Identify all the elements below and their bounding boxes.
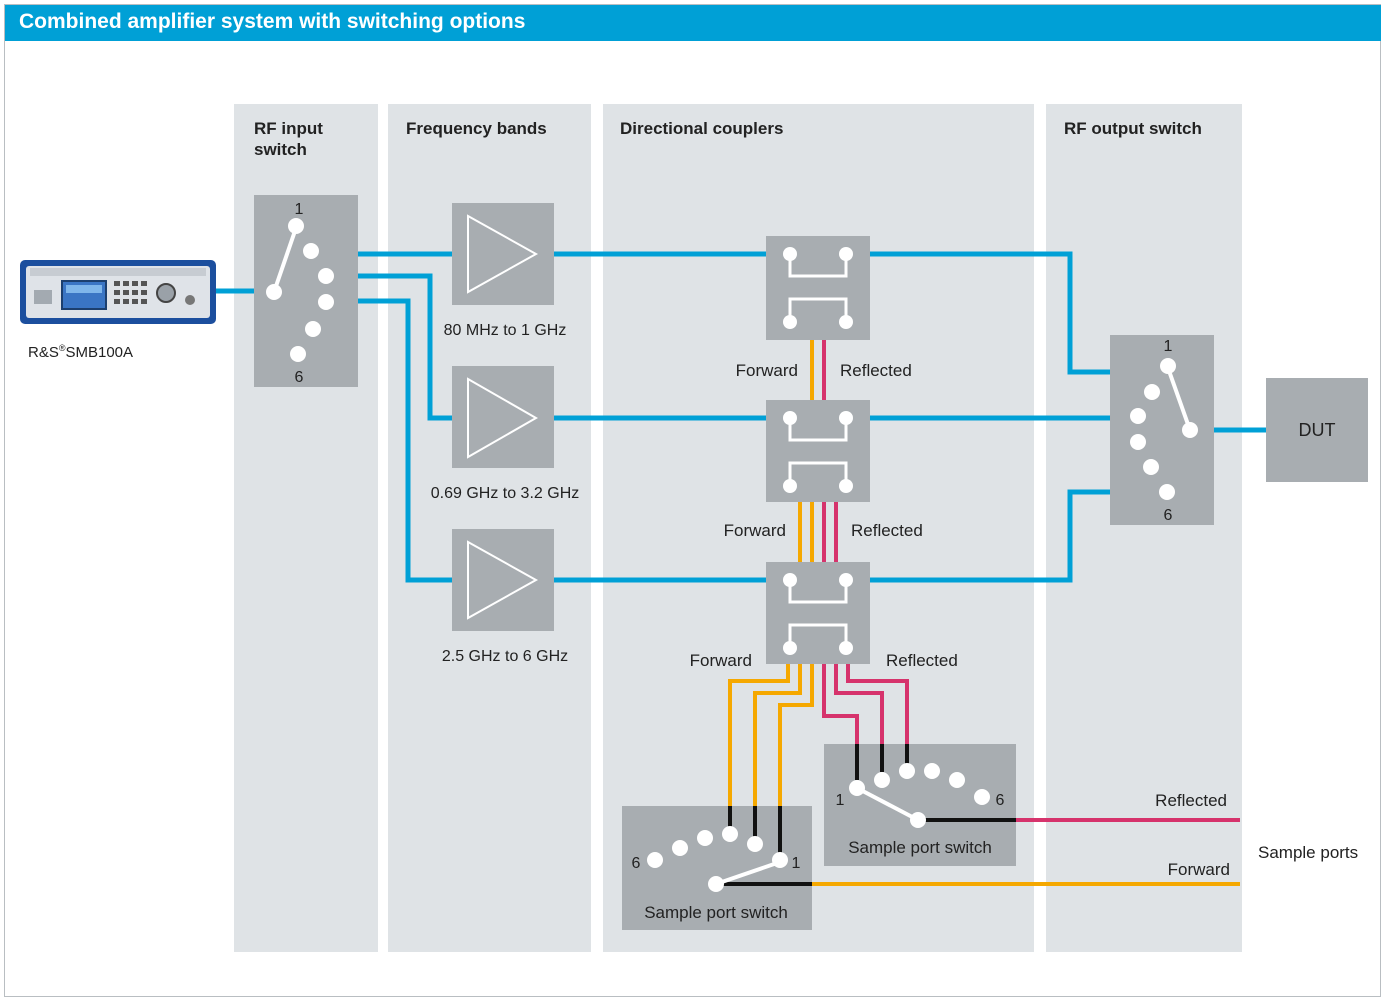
sample-reflected-label: Reflected (1155, 791, 1227, 810)
output-switch-bottom-label: 6 (1164, 507, 1173, 524)
heading-rf-input-line1: RF input (254, 119, 323, 138)
sample-port-switch-left (622, 806, 812, 930)
band2-label: 0.69 GHz to 3.2 GHz (431, 485, 580, 502)
signal-generator-image (20, 260, 216, 324)
title-bar: Combined amplifier system with switching… (5, 5, 1381, 41)
coupler2-reflected-label: Reflected (851, 521, 923, 540)
coupler3-forward-label: Forward (690, 651, 752, 670)
rf-input-switch (254, 195, 358, 387)
coupled-signal-lines (728, 340, 1240, 886)
heading-rf-output: RF output switch (1064, 119, 1202, 138)
sample-port-switch-right (824, 744, 1016, 866)
amplifier-band1 (452, 203, 554, 305)
input-switch-top-label: 1 (295, 201, 304, 218)
diagram-frame (4, 4, 1381, 997)
sample-switch-right-port1: 1 (836, 792, 845, 809)
coupler-2 (766, 400, 870, 502)
sample-switch-right-port6: 6 (996, 792, 1005, 809)
input-switch-bottom-label: 6 (295, 369, 304, 386)
sample-forward-label: Forward (1168, 860, 1230, 879)
dut-box (1266, 378, 1368, 482)
heading-frequency-bands: Frequency bands (406, 119, 547, 138)
coupler-3 (766, 562, 870, 664)
coupler2-forward-label: Forward (724, 521, 786, 540)
coupler1-reflected-label: Reflected (840, 361, 912, 380)
sample-switch-left-port6: 6 (632, 855, 641, 872)
rf-signal-lines (214, 251, 1266, 583)
sample-switch-left-port1: 1 (792, 855, 801, 872)
heading-rf-input-line2: switch (254, 140, 307, 159)
amplifier-band2 (452, 366, 554, 468)
amplifier-band3 (452, 529, 554, 631)
output-switch-top-label: 1 (1164, 338, 1173, 355)
column-rf-output (1046, 104, 1242, 952)
heading-directional-couplers: Directional couplers (620, 119, 783, 138)
diagram-title: Combined amplifier system with switching… (19, 10, 526, 33)
sample-switch-right-label: Sample port switch (848, 838, 992, 857)
coupler3-reflected-label: Reflected (886, 651, 958, 670)
coupler1-forward-label: Forward (736, 361, 798, 380)
dut-label: DUT (1299, 420, 1336, 440)
generator-label: R&S®SMB100A (28, 343, 133, 361)
band1-label: 80 MHz to 1 GHz (444, 322, 567, 339)
sample-switch-left-label: Sample port switch (644, 903, 788, 922)
rf-output-switch (1110, 335, 1214, 525)
band3-label: 2.5 GHz to 6 GHz (442, 648, 568, 665)
sample-ports-label: Sample ports (1258, 843, 1358, 862)
coupler-1 (766, 236, 870, 340)
